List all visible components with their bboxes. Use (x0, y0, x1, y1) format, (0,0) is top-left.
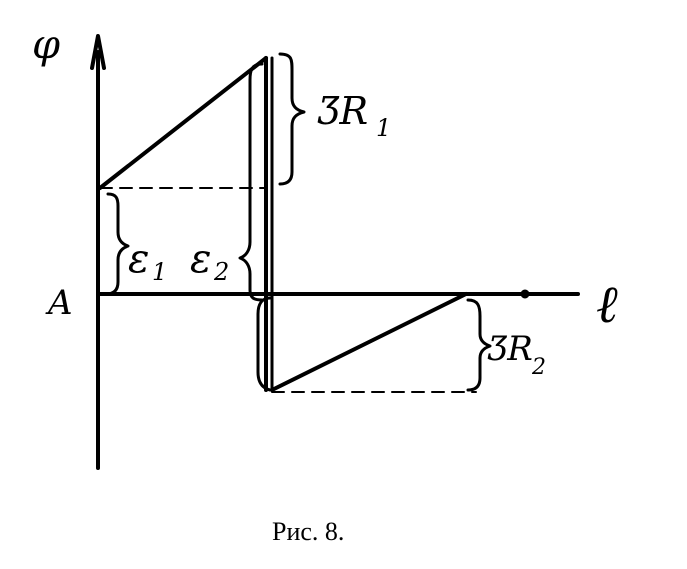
ir1-subscript: 1 (376, 114, 391, 142)
brace-ir1 (278, 52, 306, 186)
potential-rise-line (98, 56, 268, 190)
brace-e1 (104, 192, 130, 296)
origin-label: A (45, 283, 73, 323)
potential-return-line (270, 292, 468, 392)
figure-caption: Рис. 8. (272, 517, 344, 546)
ir1-label: ƷR (317, 89, 368, 133)
e1-subscript: 1 (152, 258, 167, 286)
ir2-subscript: 2 (531, 355, 546, 380)
x-axis-label: ℓ (596, 275, 618, 335)
brace-drop-lower (256, 296, 272, 392)
e2-subscript: 2 (213, 258, 229, 286)
e2-label: ε (190, 236, 211, 282)
brace-e2 (238, 62, 264, 302)
x-axis-end-dot (520, 289, 530, 299)
brace-ir2 (466, 298, 492, 392)
e1-label: ε (128, 236, 149, 282)
y-axis-label: φ (32, 22, 60, 68)
ir2-label: ƷR (487, 329, 533, 369)
y-axis-arrow (90, 34, 106, 70)
